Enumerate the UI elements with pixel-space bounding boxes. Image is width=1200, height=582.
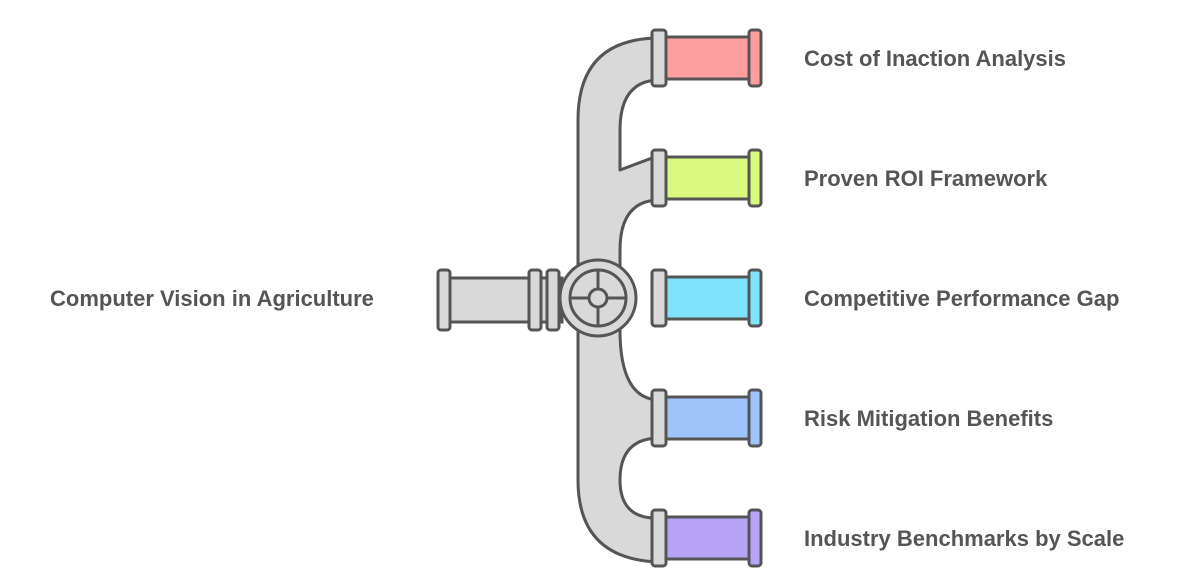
valve-wheel-icon [558, 258, 638, 338]
branch-label-5: Industry Benchmarks by Scale [804, 526, 1124, 551]
branch-pipe-1 [650, 28, 763, 88]
branch-pipe-3 [650, 268, 763, 328]
branch-label-3: Competitive Performance Gap [804, 286, 1119, 311]
branch-label-1: Cost of Inaction Analysis [804, 46, 1066, 71]
branch-pipe-4 [650, 388, 763, 448]
branch-pipe-5 [650, 508, 763, 568]
source-label: Computer Vision in Agriculture [50, 286, 374, 311]
branch-label-4: Risk Mitigation Benefits [804, 406, 1053, 431]
input-pipe [436, 268, 564, 332]
branch-pipe-2 [650, 148, 763, 208]
branch-label-2: Proven ROI Framework [804, 166, 1048, 191]
